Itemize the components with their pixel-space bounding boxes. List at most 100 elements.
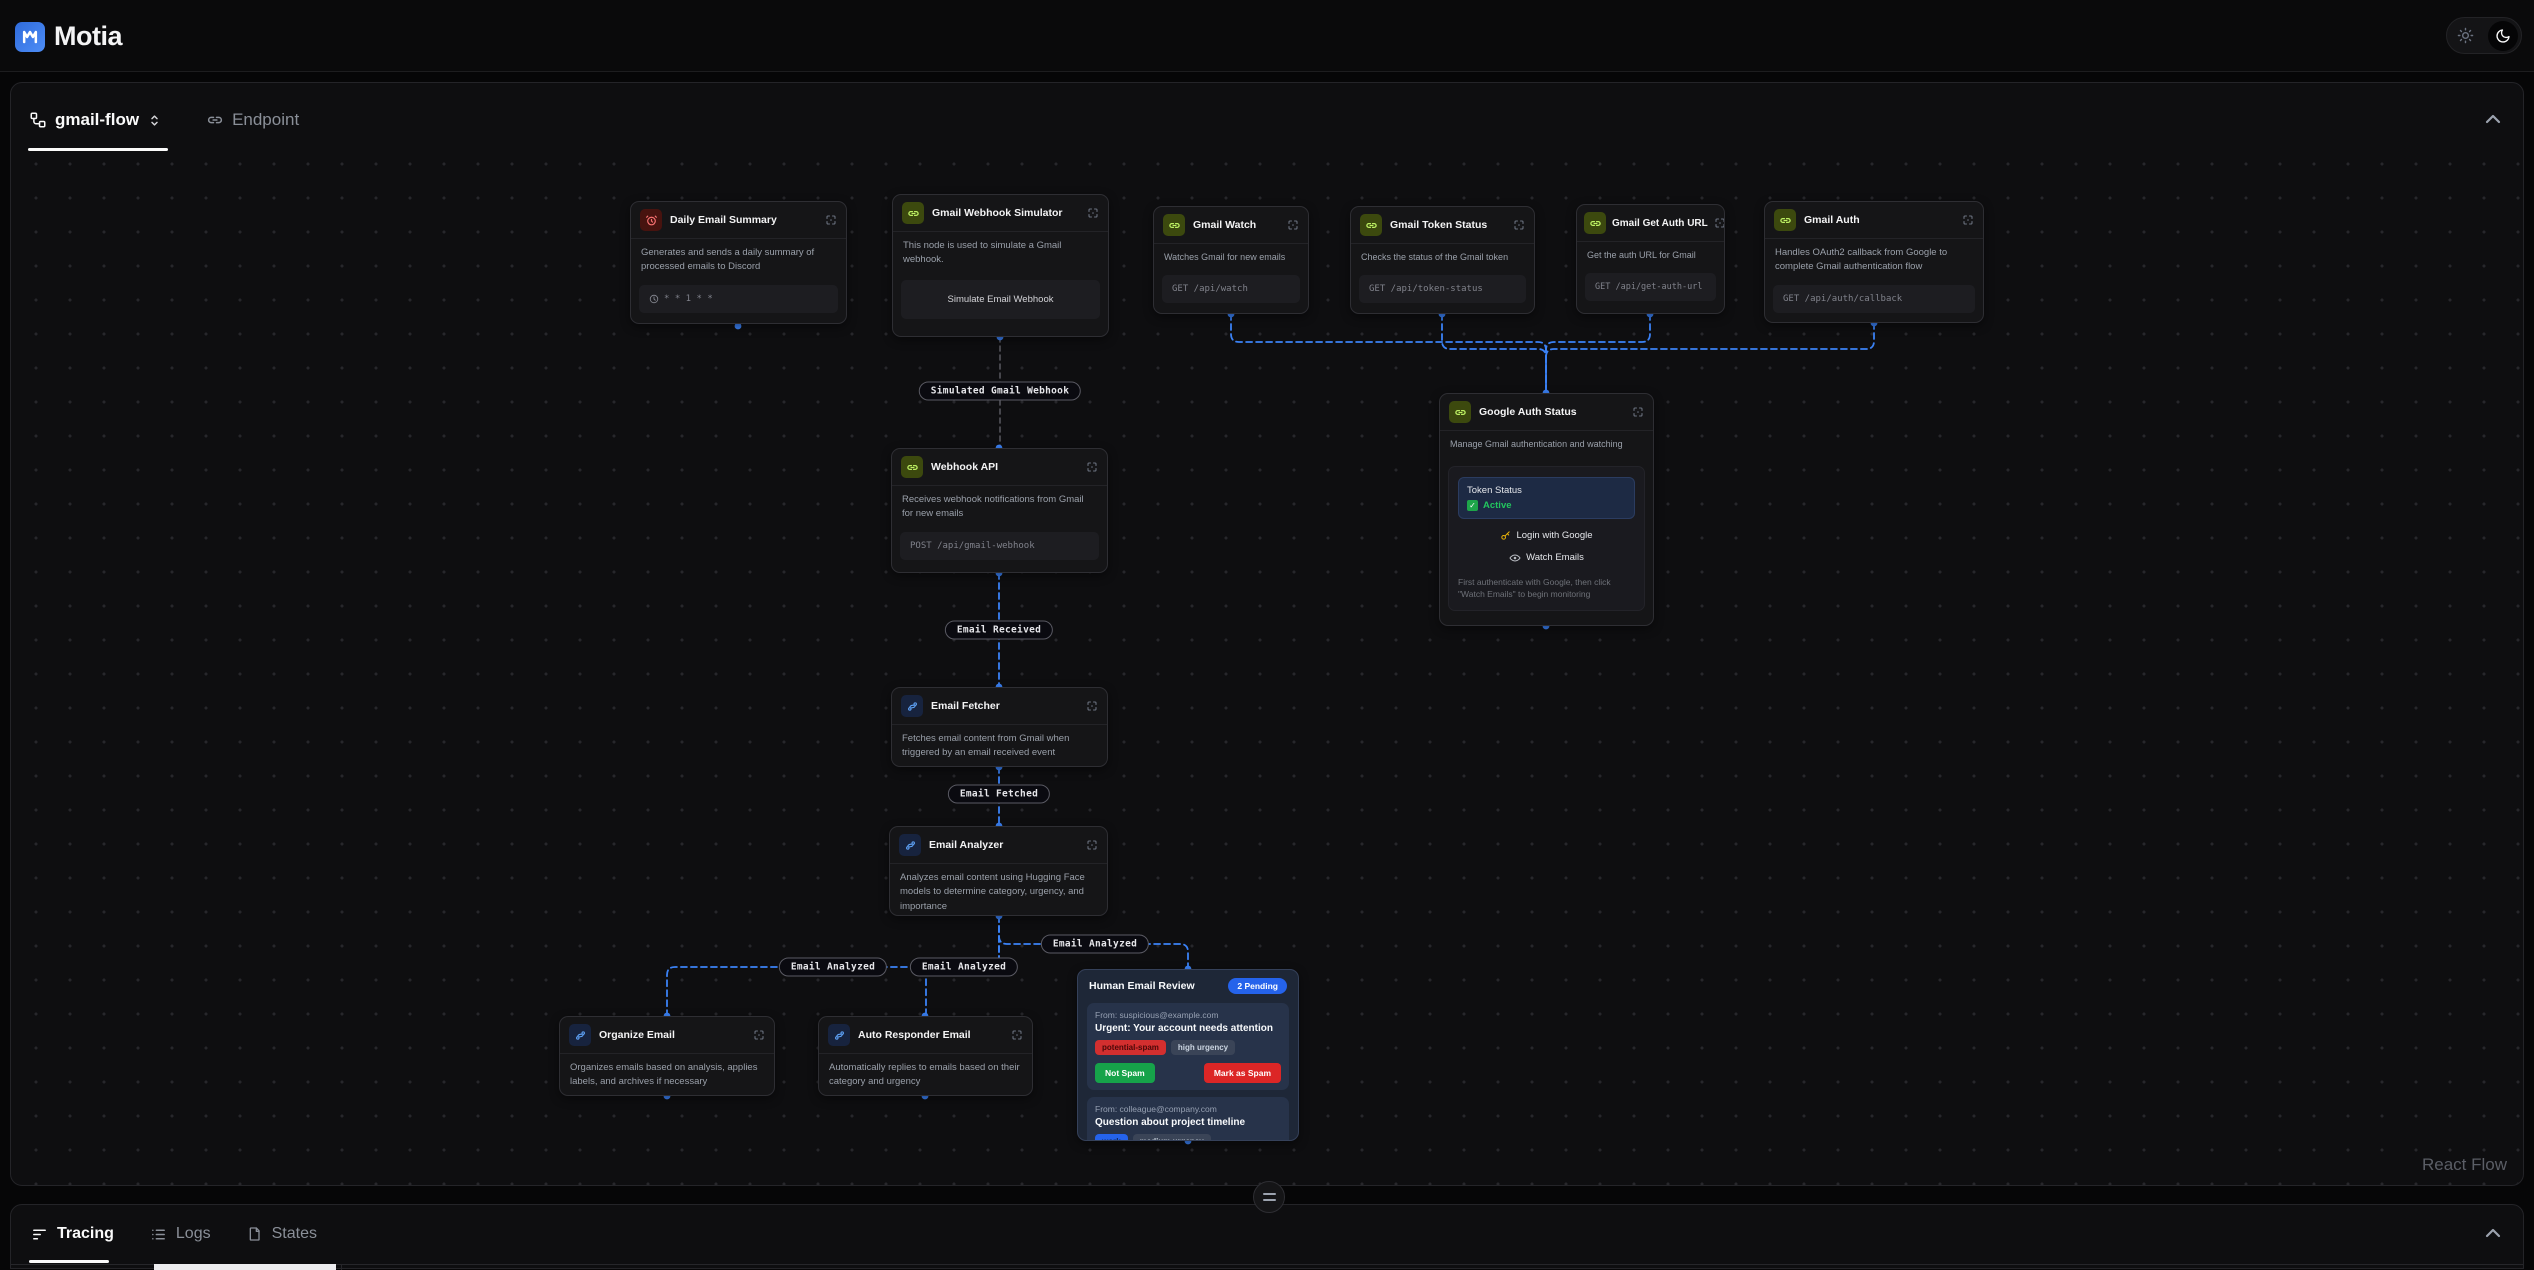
review-email-card: From: colleague@company.com Question abo…	[1087, 1097, 1289, 1140]
node-gmail-token-status[interactable]: Gmail Token Status Checks the status of …	[1350, 206, 1535, 314]
focus-node-icon[interactable]	[1632, 406, 1644, 418]
theme-toggle[interactable]	[2446, 17, 2522, 54]
edge-label-email-fetched: Email Fetched	[947, 784, 1051, 804]
tag-work: work	[1095, 1134, 1128, 1140]
focus-node-icon[interactable]	[1513, 219, 1525, 231]
event-icon	[899, 834, 921, 856]
node-human-email-review[interactable]: Human Email Review 2 Pending From: suspi…	[1077, 969, 1299, 1141]
endpoint-tab-label: Endpoint	[232, 110, 300, 129]
focus-node-icon[interactable]	[753, 1029, 765, 1041]
node-gmail-watch[interactable]: Gmail Watch Watches Gmail for new emails…	[1153, 206, 1309, 314]
tab-logs[interactable]: Logs	[150, 1205, 211, 1263]
node-title: Daily Email Summary	[670, 214, 777, 226]
auth-hint-text: First authenticate with Google, then cli…	[1458, 576, 1611, 599]
light-mode-button[interactable]	[2450, 21, 2480, 51]
event-icon	[901, 695, 923, 717]
api-link-icon	[1774, 209, 1796, 231]
sun-icon	[2457, 27, 2473, 44]
node-title: Google Auth Status	[1479, 406, 1577, 418]
node-title: Email Fetcher	[931, 700, 1000, 712]
bottom-tab-bar: Tracing Logs States	[29, 1205, 353, 1263]
chevron-up-icon	[2485, 114, 2501, 124]
logs-icon	[151, 1228, 165, 1240]
panel-resize-handle[interactable]	[1253, 1181, 1285, 1213]
horizontal-scrollbar-thumb[interactable]	[154, 1264, 336, 1270]
node-description: Fetches email content from Gmail when tr…	[892, 724, 1107, 766]
focus-node-icon[interactable]	[1962, 214, 1974, 226]
not-spam-button[interactable]: Not Spam	[1095, 1063, 1155, 1083]
tab-endpoint[interactable]: Endpoint	[206, 83, 299, 157]
edge-label-email-analyzed-3: Email Analyzed	[1040, 934, 1150, 954]
flow-tab-bar: gmail-flow Endpoint	[11, 83, 2523, 157]
token-status-box: Token Status ✓ Active	[1458, 476, 1635, 519]
node-gmail-webhook-simulator[interactable]: Gmail Webhook Simulator This node is use…	[892, 194, 1109, 337]
active-tab-underline	[29, 1260, 109, 1263]
tracing-tab-label: Tracing	[57, 1225, 114, 1242]
tab-tracing[interactable]: Tracing	[29, 1205, 114, 1263]
event-icon	[828, 1024, 850, 1046]
tab-states[interactable]: States	[247, 1205, 317, 1263]
login-with-google-button[interactable]: Login with Google	[1458, 530, 1635, 541]
focus-node-icon[interactable]	[1011, 1029, 1023, 1041]
node-description: Handles OAuth2 callback from Google to c…	[1765, 238, 1983, 283]
node-title: Gmail Webhook Simulator	[932, 207, 1063, 219]
react-flow-attribution[interactable]: React Flow	[2421, 1155, 2507, 1174]
email-from: From: suspicious@example.com	[1095, 1010, 1219, 1020]
tag-medium-urgency: medium urgency	[1132, 1134, 1211, 1140]
column-divider	[341, 1265, 342, 1270]
node-email-fetcher[interactable]: Email Fetcher Fetches email content from…	[891, 687, 1108, 767]
node-title: Gmail Get Auth URL	[1612, 217, 1708, 229]
app-title: Motia	[54, 21, 123, 51]
email-subject: Urgent: Your account needs attention	[1095, 1023, 1273, 1034]
active-tab-underline	[28, 148, 168, 151]
flow-world: Simulated Gmail Webhook Email Received E…	[11, 83, 2523, 1185]
eye-icon	[1509, 553, 1521, 562]
node-title: Gmail Watch	[1193, 219, 1257, 231]
api-link-icon	[902, 202, 924, 224]
node-google-auth-status[interactable]: Google Auth Status Manage Gmail authenti…	[1439, 393, 1654, 626]
api-link-icon	[1584, 212, 1606, 234]
tab-gmail-flow[interactable]: gmail-flow	[28, 83, 168, 157]
node-title: Auto Responder Email	[858, 1029, 971, 1041]
node-organize-email[interactable]: Organize Email Organizes emails based on…	[559, 1016, 775, 1096]
chevrons-up-down-icon[interactable]	[147, 113, 162, 128]
tag-potential-spam: potential-spam	[1095, 1040, 1166, 1055]
panel-divider	[11, 1264, 2523, 1265]
flow-panel-collapse-button[interactable]	[2481, 107, 2505, 131]
node-gmail-get-auth-url[interactable]: Gmail Get Auth URL Get the auth URL for …	[1576, 204, 1725, 314]
check-icon: ✓	[1467, 499, 1478, 511]
node-description: Organizes emails based on analysis, appl…	[560, 1053, 774, 1095]
api-link-icon	[901, 456, 923, 478]
api-link-icon	[1449, 401, 1471, 423]
event-icon	[569, 1024, 591, 1046]
node-title: Organize Email	[599, 1029, 675, 1041]
app-header: Motia	[0, 0, 2534, 72]
node-auto-responder-email[interactable]: Auto Responder Email Automatically repli…	[818, 1016, 1033, 1096]
node-description: Watches Gmail for new emails	[1154, 243, 1308, 273]
focus-node-icon[interactable]	[825, 214, 837, 226]
focus-node-icon[interactable]	[1087, 207, 1099, 219]
api-endpoint: GET /api/watch	[1162, 274, 1300, 303]
edge-label-email-analyzed-1: Email Analyzed	[778, 957, 888, 977]
focus-node-icon[interactable]	[1086, 700, 1098, 712]
simulate-email-webhook-button[interactable]: Simulate Email Webhook	[901, 279, 1100, 319]
flow-canvas-panel: gmail-flow Endpoint	[10, 82, 2524, 1186]
watch-emails-button[interactable]: Watch Emails	[1458, 552, 1635, 564]
token-status-label: Token Status	[1467, 484, 1522, 496]
auth-status-panel: Token Status ✓ Active Login with Google …	[1448, 465, 1645, 612]
node-webhook-api[interactable]: Webhook API Receives webhook notificatio…	[891, 448, 1108, 573]
node-description: Checks the status of the Gmail token	[1351, 243, 1534, 273]
node-email-analyzer[interactable]: Email Analyzer Analyzes email content us…	[889, 826, 1108, 916]
mark-as-spam-button[interactable]: Mark as Spam	[1203, 1063, 1281, 1083]
node-gmail-auth[interactable]: Gmail Auth Handles OAuth2 callback from …	[1764, 201, 1984, 323]
focus-node-icon[interactable]	[1714, 217, 1724, 229]
focus-node-icon[interactable]	[1086, 839, 1098, 851]
motia-logo[interactable]: Motia	[15, 21, 123, 52]
focus-node-icon[interactable]	[1287, 219, 1299, 231]
focus-node-icon[interactable]	[1086, 461, 1098, 473]
dark-mode-button[interactable]	[2488, 20, 2518, 51]
edge-label-email-received: Email Received	[944, 620, 1054, 640]
flow-selector-label: gmail-flow	[55, 110, 140, 129]
bottom-panel-collapse-button[interactable]	[2481, 1221, 2505, 1245]
node-daily-email-summary[interactable]: Daily Email Summary Generates and sends …	[630, 201, 847, 324]
